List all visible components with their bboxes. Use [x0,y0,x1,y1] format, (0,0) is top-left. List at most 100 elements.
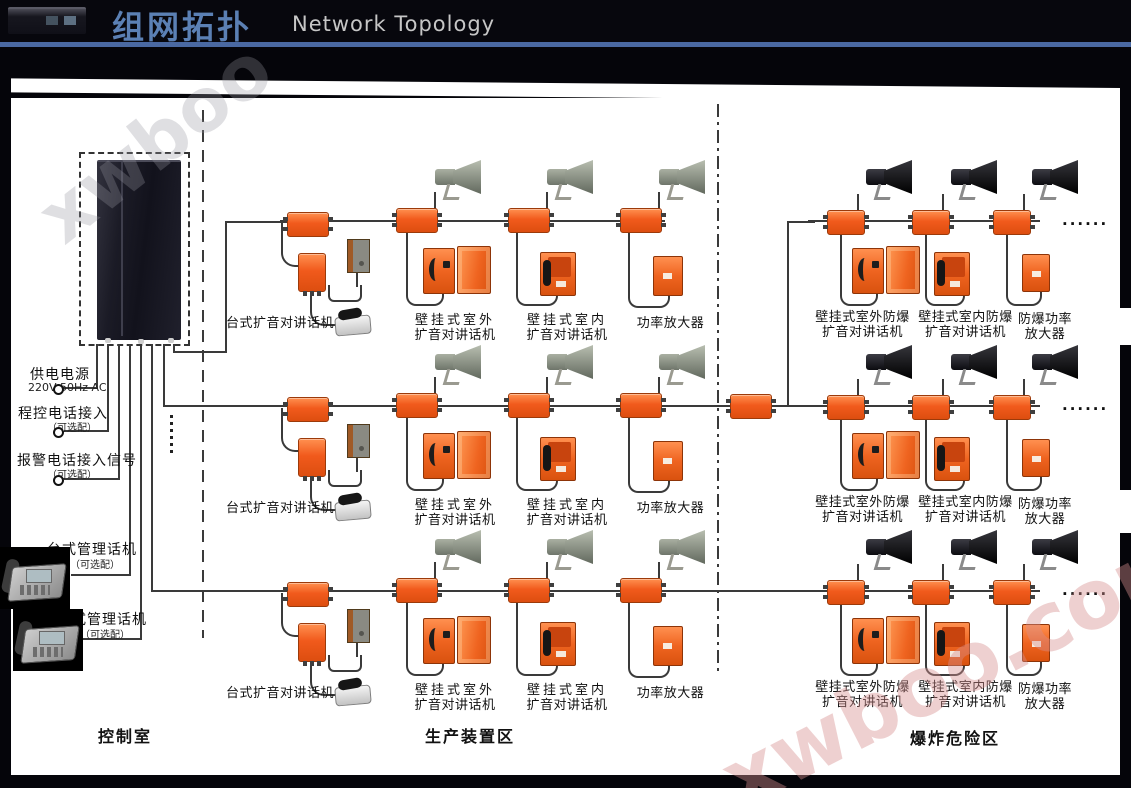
cable [840,286,878,306]
device-label-line: 壁挂式室内 [526,313,607,328]
cable [516,415,518,473]
horn-speaker [657,530,707,570]
cable [925,471,965,491]
outdoor-explosion-proof-intercom [852,246,920,294]
explosion-proof-horn-speaker [949,530,999,570]
cable [1006,233,1008,290]
explosion-proof-horn-speaker [864,160,914,200]
device-label-line: 壁挂式室外 [414,498,495,513]
horn-cable [546,562,548,579]
device-label-line: 防爆功率 [1017,312,1072,327]
explosion-proof-amplifier [1022,624,1050,662]
rack-foot [168,338,174,343]
cable [628,600,630,662]
bus-line [280,590,665,592]
cable [281,223,301,267]
cable-phone1 [129,344,131,576]
cable [328,470,362,487]
cable [406,656,444,676]
cable-pstn [107,344,109,432]
feed-row3 [151,344,153,592]
horn-cable [658,192,660,209]
device-label: 台式扩音对讲话机 [225,501,334,516]
cable [356,271,358,287]
device-label: 壁挂式室内 扩音对讲话机 [512,498,622,528]
hazard-row: 壁挂式室外防爆 扩音对讲话机 壁挂式室内防爆 扩音对讲话机 防爆功率 放大器 .… [800,530,1131,715]
cable [1006,473,1042,491]
management-phone-1 [0,551,68,605]
device-label-line: 壁挂式室内防爆 [918,495,1013,510]
desktop-interface-box [298,438,326,481]
device-label: 壁挂式室内 扩音对讲话机 [512,313,622,343]
port-sub-power: 220V 50Hz AC [28,381,107,394]
production-row: 台式扩音对讲话机 壁挂式室外 扩音对讲话机 壁挂式室内 扩音对讲话机 功率放大器 [150,160,725,345]
cable [406,471,444,491]
hazard-riser [787,221,815,223]
junction-box [504,208,554,233]
power-amplifier [653,441,683,481]
horn-cable [857,194,859,212]
device-label-line: 壁挂式室外 [414,313,495,328]
device-label-line: 壁挂式室内 [526,498,607,513]
horn-cable [857,379,859,397]
indoor-explosion-proof-intercom [934,437,970,481]
outdoor-wall-intercom [423,246,491,294]
rack-server-icon [8,7,86,34]
junction-box [392,393,442,418]
cable [281,593,301,637]
cable [1006,418,1008,475]
horn-speaker [545,345,595,385]
cable [925,603,927,658]
cable [925,418,927,473]
horn-speaker [433,160,483,200]
rack-foot [105,338,111,343]
device-label: 壁挂式室外防爆 扩音对讲话机 [805,495,920,525]
cable [281,408,301,452]
horn-speaker [433,345,483,385]
device-label: 台式扩音对讲话机 [225,686,334,701]
junction-box [908,210,954,235]
indoor-wall-intercom [540,252,576,296]
cable [628,290,670,308]
device-label-line: 扩音对讲话机 [414,328,496,343]
device-label: 壁挂式室内 扩音对讲话机 [512,683,622,713]
junction-box [283,582,333,607]
cable [628,415,630,477]
hazard-riser [787,221,789,407]
device-label-line: 扩音对讲话机 [414,698,496,713]
junction-box [823,395,869,420]
cable [628,475,670,493]
horn-cable [1023,564,1025,582]
cable [840,233,842,288]
rack-foot [138,339,144,344]
monitor-speaker [347,239,370,273]
junction-box [989,580,1035,605]
bus-line [280,220,665,222]
cable [516,656,558,676]
cable [628,230,630,292]
device-label-line: 放大器 [1024,512,1066,527]
cable [840,471,878,491]
horn-cable [434,377,436,394]
cable [628,660,670,678]
explosion-proof-amplifier [1022,254,1050,292]
more-devices-ellipsis: ...... [1062,211,1109,229]
junction-box [823,580,869,605]
port-label-power: 供电电源 [30,367,90,383]
junction-box [616,208,666,233]
cable [406,415,408,473]
explosion-proof-horn-speaker [1030,345,1080,385]
device-label: 防爆功率 放大器 [1005,497,1085,527]
device-label-line: 扩音对讲话机 [924,695,1006,710]
zone-label-hazard: 爆炸危险区 [909,729,1000,748]
junction-box [908,580,954,605]
junction-box [616,578,666,603]
cable-phone2 [80,638,142,640]
device-label: 壁挂式室外 扩音对讲话机 [400,313,510,343]
device-label-line: 扩音对讲话机 [526,698,608,713]
port-sub-alarm: （可选配） [47,470,97,481]
explosion-proof-horn-speaker [949,160,999,200]
device-label: 台式扩音对讲话机 [225,316,334,331]
cable [356,641,358,657]
horn-cable [1023,194,1025,212]
